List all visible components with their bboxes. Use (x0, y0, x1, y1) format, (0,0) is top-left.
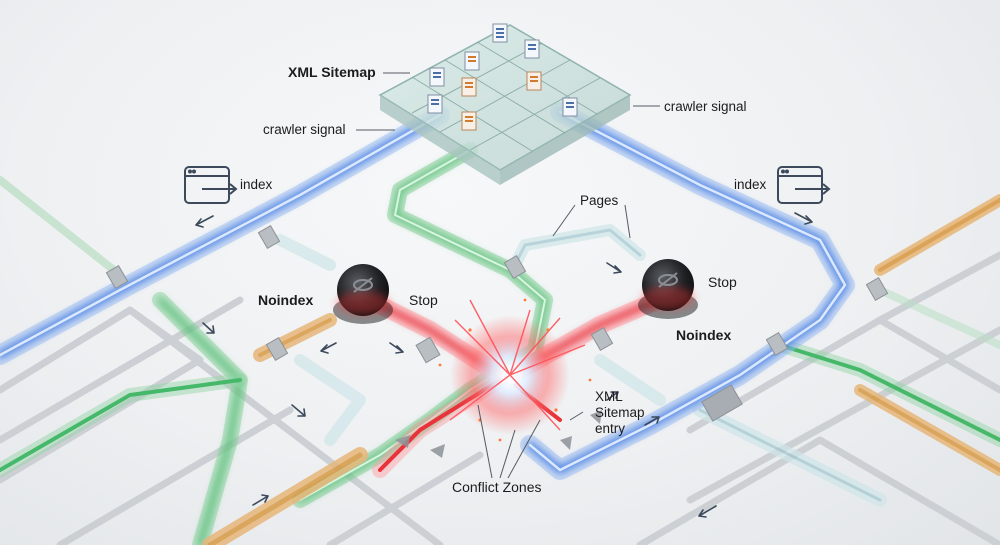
index-label-right: index (734, 177, 767, 192)
arrow-icon (389, 342, 404, 354)
labels: XML Sitemap crawler signal crawler signa… (240, 64, 767, 495)
document-icon (429, 67, 445, 87)
arrow-icon (794, 212, 813, 225)
document-icon (464, 51, 480, 71)
conflict-zones-label: Conflict Zones (452, 479, 541, 495)
document-icon (524, 39, 540, 59)
arrow-icon (698, 505, 717, 518)
document-icon (492, 23, 508, 43)
xml-sitemap-entry-label-line2: Sitemap (595, 405, 645, 420)
arrow-icon (606, 391, 619, 401)
browser-window-arrow-icon (777, 166, 831, 204)
xml-sitemap-label: XML Sitemap (288, 64, 376, 80)
document-icon (427, 94, 443, 114)
browser-window-arrow-icon (184, 166, 238, 204)
blue-signal-path-left (0, 105, 450, 365)
pale-paths (274, 224, 887, 507)
stop-knob-right (638, 259, 698, 319)
crawler-signal-label-right: crawler signal (664, 99, 747, 114)
rail-connectors (105, 225, 889, 422)
eye-slash-icon (658, 272, 678, 288)
background-rails (0, 251, 1000, 545)
stop-knob-left (333, 264, 393, 324)
crawler-signal-label-left: crawler signal (263, 122, 346, 137)
document-icon (461, 77, 477, 97)
document-icon-group (427, 23, 578, 131)
orange-paths (202, 194, 1000, 545)
stop-label-right: Stop (708, 274, 737, 290)
arrow-icon (644, 416, 660, 426)
document-icon (461, 111, 477, 131)
eye-slash-icon (353, 277, 373, 293)
document-icon (526, 71, 542, 91)
arrow-icon (606, 262, 622, 274)
xml-sitemap-grid (378, 23, 632, 185)
noindex-label-right: Noindex (676, 327, 731, 343)
direction-arrows (195, 212, 813, 518)
xml-sitemap-entry-label-line1: XML (595, 389, 623, 404)
blue-signal-path-right (520, 102, 855, 480)
leader-lines (356, 72, 660, 479)
pages-label: Pages (580, 193, 619, 208)
arrow-icon (202, 322, 215, 334)
noindex-label-left: Noindex (258, 292, 313, 308)
arrow-icon (195, 215, 214, 228)
arrow-icon (291, 404, 306, 417)
index-label-left: index (240, 177, 273, 192)
conflict-burst (395, 298, 602, 458)
arrow-icon (320, 342, 337, 354)
document-icon (562, 97, 578, 117)
xml-sitemap-entry-label-line3: entry (595, 421, 625, 436)
stop-label-left: Stop (409, 292, 438, 308)
arrow-icon (252, 494, 269, 506)
